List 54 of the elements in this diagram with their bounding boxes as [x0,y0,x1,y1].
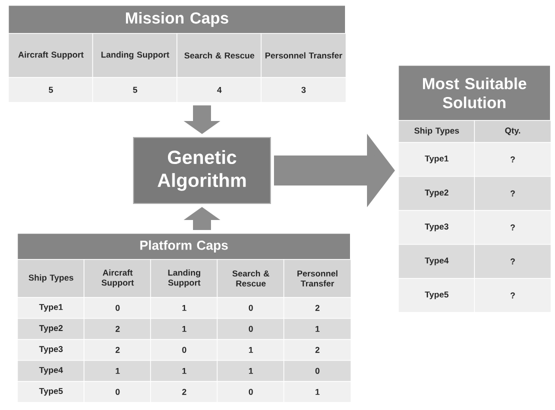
table-cell: 0 [84,380,152,403]
column-header: Search & Rescue [216,259,285,298]
table-cell: 0 [84,297,152,319]
table-cell: 1 [216,338,285,361]
table-cell: Type3 [398,210,476,245]
column-header: Landing Support [150,259,218,298]
column-header: Ship Types [17,259,86,298]
table-cell: 1 [283,318,352,340]
table-cell: ? [474,210,552,245]
table-cell: Type4 [398,244,476,279]
table-cell: ? [474,278,552,313]
table-cell: Type5 [17,380,86,403]
table-title: Most Suitable Solution [398,65,551,121]
column-header: Personnel Transfer [260,33,346,78]
column-header: Ship Types [398,120,476,143]
table-cell: 1 [150,318,218,340]
table-cell: Type3 [17,338,86,361]
table-cell: 3 [260,77,346,103]
table-cell: 2 [84,338,152,361]
column-header: Aircraft Support [8,33,94,78]
table-cell: 2 [150,380,218,403]
table-cell: 2 [283,338,352,361]
process-box: Genetic Algorithm [133,137,271,204]
table-cell: Type1 [398,142,476,177]
table-cell: 1 [283,380,352,403]
table-cell: 0 [150,338,218,361]
column-header: Personnel Transfer [283,259,352,298]
table-cell: 0 [216,380,285,403]
table-cell: Type1 [17,297,86,319]
table-cell: 2 [283,297,352,319]
table-cell: 1 [216,360,285,382]
table-cell: ? [474,244,552,279]
table-cell: 2 [84,318,152,340]
column-header: Aircraft Support [84,259,152,298]
table-cell: 0 [283,360,352,382]
table-cell: Type2 [17,318,86,340]
table-cell: 1 [84,360,152,382]
table-cell: 5 [92,77,178,103]
column-header: Qty. [474,120,552,143]
table-cell: 1 [150,360,218,382]
table-cell: 0 [216,318,285,340]
table-cell: Type5 [398,278,476,313]
table-cell: Type2 [398,176,476,211]
table-cell: 4 [176,77,262,103]
table-title: Mission Caps [8,5,346,34]
table-cell: Type4 [17,360,86,382]
table-cell: 0 [216,297,285,319]
table-title: Platform Caps [17,232,351,260]
table-cell: ? [474,142,552,177]
table-cell: 1 [150,297,218,319]
table-cell: 5 [8,77,94,103]
table-cell: ? [474,176,552,211]
column-header: Search & Rescue [176,33,262,78]
column-header: Landing Support [92,33,178,78]
